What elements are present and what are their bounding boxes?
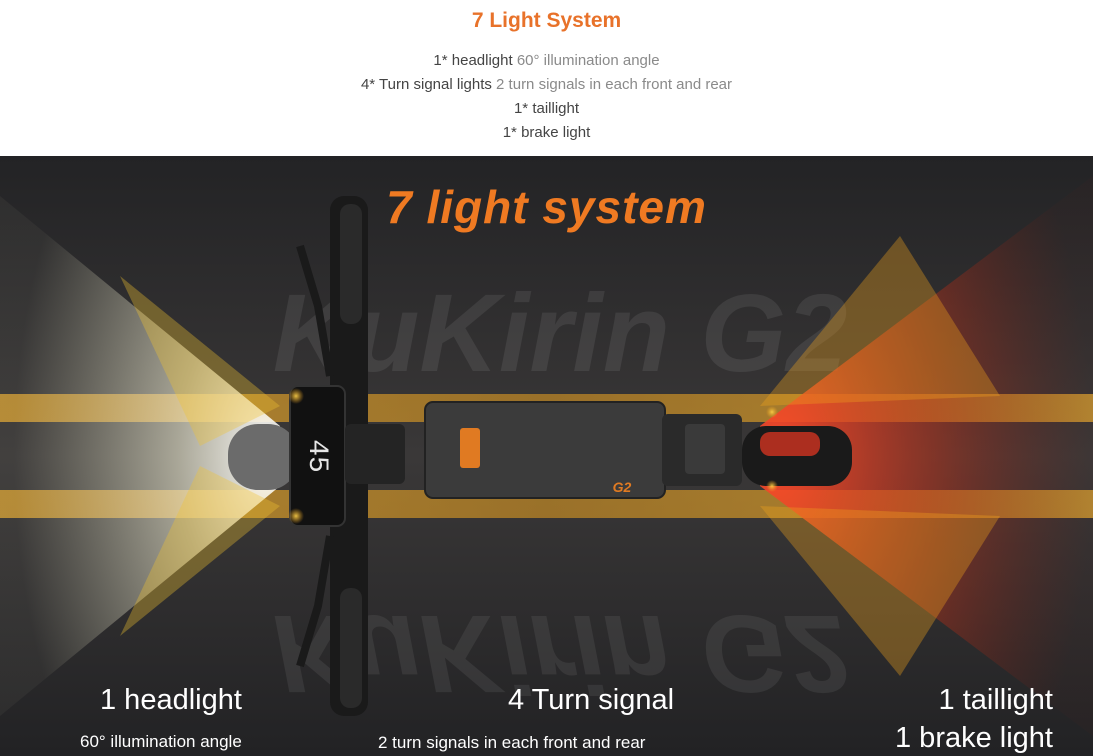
banner-title: 7 light system: [386, 181, 707, 233]
spec-list: 1* headlight 60° illumination angle 4* T…: [0, 49, 1093, 145]
caption-headlight-sub: 60° illumination angle: [80, 732, 242, 751]
caption-turn-signal: 4 Turn signal: [508, 684, 675, 716]
spec-line-brake-light: 1* brake light: [0, 121, 1093, 145]
front-turn-signal-lower: [288, 508, 304, 524]
spec-line-turn-signals: 4* Turn signal lights 2 turn signals in …: [0, 73, 1093, 97]
rear-turn-signal-lower-beam: [760, 506, 1000, 676]
spec-line-taillight: 1* taillight: [0, 97, 1093, 121]
rear-turn-signal-upper: [766, 406, 778, 418]
grip-bottom: [340, 588, 362, 708]
brake-lever-bottom: [296, 535, 334, 668]
taillight-beam: [760, 176, 1093, 736]
product-banner-image: KuKirin G2 KuKirin G2 45 G2: [0, 156, 1093, 756]
scooter-illustration: KuKirin G2 KuKirin G2 45 G2: [0, 156, 1093, 756]
caption-headlight: 1 headlight: [100, 684, 242, 716]
section-title: 7 Light System: [471, 9, 622, 32]
product-section-header: 7 Light System 1* headlight 60° illumina…: [0, 0, 1093, 156]
spec-line-headlight: 1* headlight 60° illumination angle: [0, 49, 1093, 73]
rear-turn-signal-upper-beam: [760, 236, 1000, 406]
fender-plate: [685, 424, 725, 474]
deck-model-label: G2: [613, 479, 632, 495]
caption-taillight: 1 taillight: [938, 684, 1053, 716]
rear-turn-signal-lower: [766, 480, 778, 492]
spec-main: 1* taillight: [513, 100, 580, 117]
caption-brake-light: 1 brake light: [895, 722, 1053, 754]
taillight: [760, 432, 820, 456]
front-turn-signal-upper: [288, 388, 304, 404]
headlight-beam: [0, 196, 280, 716]
front-turn-signal-upper-beam: [120, 276, 280, 446]
brake-lever-top: [296, 244, 334, 377]
spec-main: 1* brake light: [502, 124, 591, 141]
spec-sub: 60° illumination angle: [516, 52, 660, 69]
front-turn-signal-lower-beam: [120, 466, 280, 636]
stem: [345, 424, 405, 484]
caption-turn-signal-sub: 2 turn signals in each front and rear: [378, 733, 646, 752]
spec-sub: 2 turn signals in each front and rear: [496, 76, 733, 93]
watermark-text: KuKirin G2: [273, 272, 848, 395]
display-speed: 45: [301, 439, 332, 473]
spec-main: 1* headlight: [433, 52, 513, 69]
grip-top: [340, 204, 362, 324]
front-tire: [228, 424, 298, 490]
deck-logo: [460, 428, 480, 468]
spec-main: 4* Turn signal lights: [360, 76, 492, 93]
watermark-text-reflection: KuKirin G2: [273, 592, 848, 715]
